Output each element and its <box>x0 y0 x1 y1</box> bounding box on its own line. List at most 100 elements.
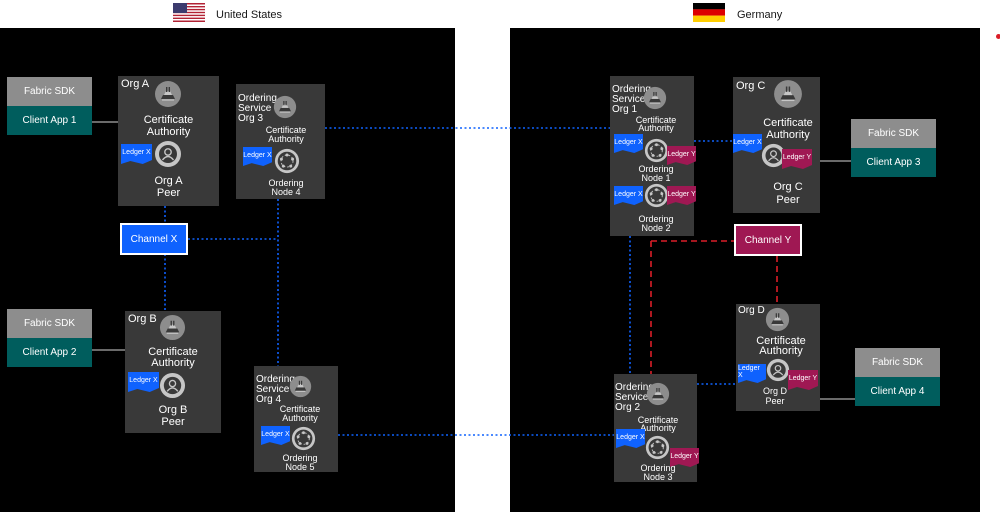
certificate-authority-icon <box>155 81 181 107</box>
fabric-sdk-label: Fabric SDK <box>855 348 940 377</box>
peer-label-line1: Org C <box>773 181 803 193</box>
certificate-authority-icon <box>646 382 670 406</box>
org-title-line1: Ordering <box>612 84 651 95</box>
client-app-2: Client App 2 <box>7 338 92 367</box>
orderer-label-line2: Node 3 <box>643 472 673 482</box>
certificate-authority-icon <box>159 314 186 341</box>
peer-icon <box>766 358 790 382</box>
ledger-y: Ledger Y <box>788 370 818 390</box>
org-title-line3: Org 2 <box>615 402 641 413</box>
org-b-box: Org B Certificate Authority Ledger X Org… <box>125 311 221 433</box>
peer-label-line2: Peer <box>776 194 800 206</box>
ledger-x: Ledger X <box>738 364 766 383</box>
certificate-authority-icon <box>643 86 667 110</box>
certificate-authority-icon <box>289 375 312 398</box>
peer-label-line1: Org D <box>762 386 787 396</box>
org-title-line2: Service <box>238 103 272 114</box>
peer-icon <box>761 143 786 168</box>
us-flag-icon <box>173 3 205 22</box>
country-label-us: United States <box>216 9 283 21</box>
ledger-y: Ledger Y <box>670 448 699 467</box>
ca-label-line2: Authority <box>282 413 318 423</box>
orderer-label-line1: Ordering <box>638 164 674 174</box>
ca-label-line2: Authority <box>151 357 195 369</box>
ca-label-line1: Certificate <box>637 415 679 425</box>
ordering-node-icon <box>644 138 669 163</box>
org-title: Org A <box>121 78 150 90</box>
ca-label-line2: Authority <box>766 129 810 141</box>
org-a-box: Org A Certificate Authority Ledger X Org… <box>118 76 219 206</box>
client-app-4: Client App 4 <box>855 377 940 406</box>
ca-label-line2: Authority <box>640 423 676 433</box>
client-app-2-stack: Fabric SDK Client App 2 <box>7 309 92 367</box>
org-title-line3: Org 3 <box>238 113 264 124</box>
fabric-sdk-label: Fabric SDK <box>7 309 92 338</box>
fabric-sdk-label: Fabric SDK <box>851 119 936 148</box>
ledger-x: Ledger X <box>243 147 272 166</box>
ledger-x: Ledger X <box>121 144 152 164</box>
org-title-line3: Org 1 <box>612 104 638 115</box>
org-title-line1: Ordering <box>256 374 295 385</box>
client-app-1: Client App 1 <box>7 106 92 135</box>
ordering-service-org-3-box: Ordering Service Org 3 Certificate Autho… <box>236 84 325 199</box>
org-title: Org C <box>736 80 766 92</box>
ca-label-line2: Authority <box>268 134 304 144</box>
client-app-3: Client App 3 <box>851 148 936 177</box>
ca-label-line1: Certificate <box>763 117 813 129</box>
client-app-1-stack: Fabric SDK Client App 1 <box>7 77 92 135</box>
ca-label-line1: Certificate <box>265 125 307 135</box>
orderer-label-line1: Ordering <box>638 214 674 224</box>
ca-label-line1: Certificate <box>279 404 321 414</box>
org-title: Org D <box>738 305 765 316</box>
peer-icon <box>159 372 186 399</box>
certificate-authority-icon <box>765 307 790 332</box>
ca-label-line1: Certificate <box>756 335 806 347</box>
org-title: Org B <box>128 313 157 325</box>
ca-label-line1: Certificate <box>635 115 677 125</box>
ca-label-line1: Certificate <box>143 114 194 126</box>
org-title-line2: Service <box>615 392 649 403</box>
orderer-label-line2: Node 1 <box>641 173 671 183</box>
ca-label-line2: Authority <box>759 345 803 357</box>
ledger-x: Ledger X <box>261 426 290 445</box>
org-title-line3: Org 4 <box>256 394 282 405</box>
ledger-y: Ledger Y <box>782 149 812 169</box>
orderer-label-line2: Node 2 <box>641 223 671 233</box>
orderer-label-line1: Ordering <box>282 453 318 463</box>
orderer-label-line2: Node 5 <box>285 462 315 472</box>
red-dot-fragment <box>996 34 1000 39</box>
peer-label-line1: Org A <box>154 175 183 187</box>
ordering-service-org-2-box: Ordering Service Org 2 Certificate Autho… <box>614 374 699 482</box>
ledger-x: Ledger X <box>128 372 159 392</box>
ordering-node-icon <box>644 183 669 208</box>
ordering-node-icon <box>645 435 670 460</box>
org-d-box: Org D Certificate Authority Ledger X Led… <box>736 304 820 411</box>
ordering-service-org-4-box: Ordering Service Org 4 Certificate Autho… <box>254 366 338 472</box>
ordering-node-icon <box>291 426 316 451</box>
ca-label-line1: Certificate <box>148 346 198 358</box>
orderer-label-line1: Ordering <box>268 178 304 188</box>
ledger-x: Ledger X <box>614 186 643 205</box>
orderer-label-line2: Node 4 <box>271 187 301 197</box>
org-c-box: Org C Certificate Authority Ledger X Led… <box>733 77 820 213</box>
channel-y: Channel Y <box>734 224 802 256</box>
ca-label-line2: Authority <box>146 126 191 138</box>
client-app-4-stack: Fabric SDK Client App 4 <box>855 348 940 406</box>
peer-label-line2: Peer <box>161 416 185 428</box>
germany-flag-icon <box>693 3 725 22</box>
ledger-x: Ledger X <box>733 134 762 153</box>
client-app-3-stack: Fabric SDK Client App 3 <box>851 119 936 177</box>
org-title-line2: Service <box>256 384 290 395</box>
org-title-line2: Service <box>612 94 646 105</box>
ledger-y: Ledger Y <box>667 186 696 205</box>
org-title-line1: Ordering <box>615 382 654 393</box>
peer-label-line1: Org B <box>158 404 188 416</box>
certificate-authority-icon <box>774 80 802 108</box>
org-title-line1: Ordering <box>238 93 277 104</box>
peer-label-line2: Peer <box>765 396 785 406</box>
peer-icon <box>155 141 181 167</box>
channel-x: Channel X <box>120 223 188 255</box>
ca-label-line2: Authority <box>638 123 674 133</box>
ordering-node-icon <box>274 148 300 174</box>
